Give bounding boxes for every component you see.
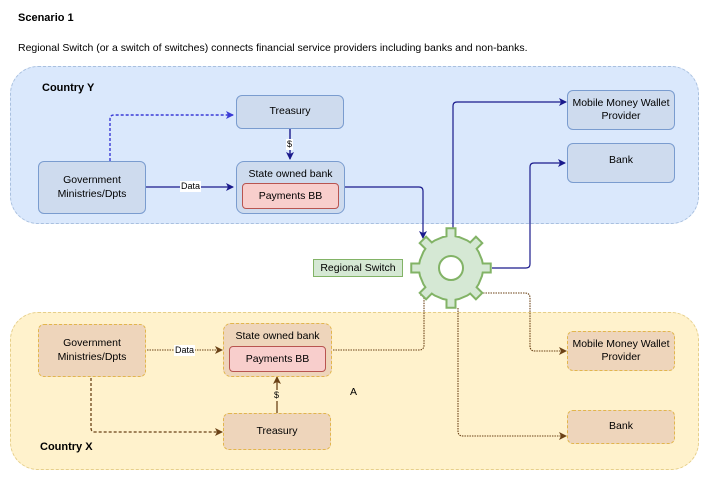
page-title: Scenario 1 xyxy=(18,12,74,24)
country-x-payments-bb[interactable]: Payments BB xyxy=(229,346,326,372)
country-y-wallet-node[interactable]: Mobile Money Wallet Provider xyxy=(567,90,675,130)
country-x-edge-money-label: $ xyxy=(273,390,281,401)
country-y-state-bank-label: State owned bank xyxy=(248,168,333,180)
country-y-bank-node[interactable]: Bank xyxy=(567,143,675,183)
page-subtitle: Regional Switch (or a switch of switches… xyxy=(18,42,528,54)
country-y-edge-money-label: $ xyxy=(286,139,294,150)
edge-y-bank-to-switch xyxy=(345,186,427,239)
country-x-edge-data-label: Data xyxy=(174,345,196,356)
country-y-label: Country Y xyxy=(42,82,95,94)
country-y-treasury-node[interactable]: Treasury xyxy=(236,95,344,129)
country-y-edge-data-label: Data xyxy=(180,181,202,192)
edge-y-switch-to-wallet xyxy=(452,98,567,229)
country-x-treasury-node[interactable]: Treasury xyxy=(223,413,331,450)
edge-x-bank-to-switch xyxy=(333,288,428,351)
country-x-wallet-node[interactable]: Mobile Money Wallet Provider xyxy=(567,331,675,371)
country-x-bank-node[interactable]: Bank xyxy=(567,410,675,444)
country-x-state-bank-node[interactable]: State owned bank Payments BB xyxy=(223,323,332,377)
edge-y-switch-to-bank xyxy=(492,159,566,269)
regional-switch-label: Regional Switch xyxy=(313,259,403,277)
edge-y-gov-to-treasury xyxy=(109,111,234,161)
country-x-state-bank-label: State owned bank xyxy=(235,330,320,342)
country-y-payments-bb[interactable]: Payments BB xyxy=(242,183,339,209)
edge-x-switch-to-bank xyxy=(457,308,567,440)
gear-icon xyxy=(410,227,492,309)
edge-x-switch-to-wallet xyxy=(483,292,567,355)
country-y-state-bank-node[interactable]: State owned bank Payments BB xyxy=(236,161,345,214)
edge-x-gov-to-treasury xyxy=(90,378,223,436)
country-x-gov-node[interactable]: Government Ministries/Dpts xyxy=(38,324,146,377)
country-x-label: Country X xyxy=(40,441,93,453)
annotation-a: A xyxy=(350,386,358,398)
country-y-gov-node[interactable]: Government Ministries/Dpts xyxy=(38,161,146,214)
